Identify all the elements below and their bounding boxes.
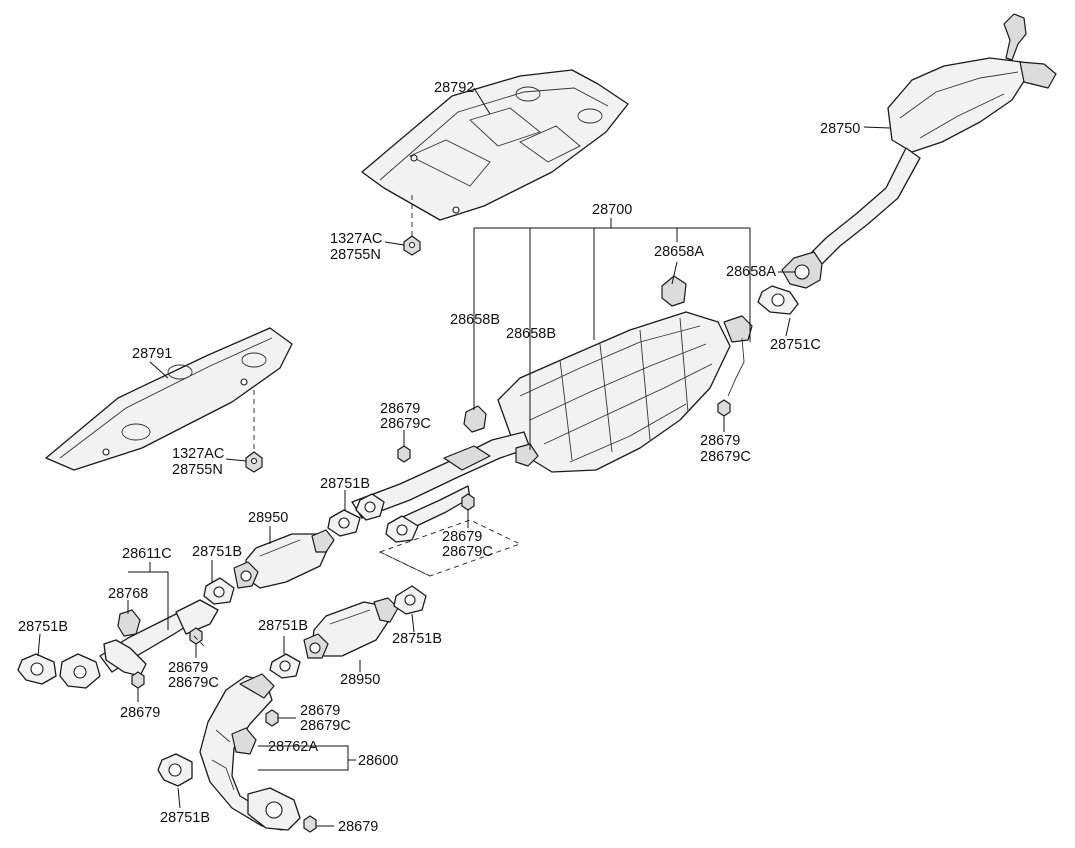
callout-28679-d: 28679: [120, 705, 160, 721]
callout-28751b-6: 28751B: [160, 810, 210, 826]
nut-28679-b: [461, 493, 475, 511]
callout-28679-b: 28679: [442, 529, 482, 545]
nut-1327ac-lower: [245, 451, 263, 473]
nut-28679-a: [397, 445, 411, 463]
front-pipe-lower: [199, 673, 301, 831]
gasket-upper-pipe-a: [355, 493, 385, 521]
callout-28768: 28768: [108, 586, 148, 602]
gasket-28751b-right: [393, 585, 427, 615]
callout-28751b-2: 28751B: [192, 544, 242, 560]
catalytic-converter-upper: [233, 529, 335, 589]
nut-28679-r: [717, 399, 731, 417]
nut-28679-f: [303, 815, 317, 833]
callout-28751b-5: 28751B: [392, 631, 442, 647]
gasket-28751b-upper: [327, 509, 361, 537]
callout-1327ac-mid: 1327AC: [172, 446, 224, 462]
callout-28755n-top: 28755N: [330, 247, 381, 263]
callout-28658b-2: 28658B: [506, 326, 556, 342]
callout-28679-e: 28679: [300, 703, 340, 719]
callout-28679-c: 28679: [168, 660, 208, 676]
callout-28950-1: 28950: [248, 510, 288, 526]
catalytic-converter-lower: [303, 597, 399, 659]
callout-28679-f: 28679: [338, 819, 378, 835]
callout-28600: 28600: [358, 753, 398, 769]
gasket-28751b-mid: [203, 577, 235, 605]
callout-28679c-r: 28679C: [700, 449, 751, 465]
heat-shield-upper: [361, 69, 629, 221]
callout-28658a-2: 28658A: [726, 264, 776, 280]
gasket-28751b-bottom: [157, 753, 193, 787]
callout-28751b-4: 28751B: [258, 618, 308, 634]
leader-lines: [37, 87, 891, 827]
callout-28679c-e: 28679C: [300, 718, 351, 734]
callout-28750: 28750: [820, 121, 860, 137]
callout-28679-a: 28679: [380, 401, 420, 417]
nut-28679-d: [131, 671, 145, 689]
gasket-28751b-center: [269, 653, 301, 679]
callout-28950-2: 28950: [340, 672, 380, 688]
callout-28755n-mid: 28755N: [172, 462, 223, 478]
callout-labels: 28792 1327AC 28755N 28791 1327AC 28755N …: [18, 80, 860, 835]
callout-28679c-b: 28679C: [442, 544, 493, 560]
nut-1327ac-upper: [403, 235, 421, 256]
rear-muffler: [781, 13, 1057, 289]
callout-1327ac-top: 1327AC: [330, 231, 382, 247]
gasket-upper-pipe-b: [385, 515, 419, 543]
callout-28792: 28792: [434, 80, 474, 96]
center-muffler: [351, 275, 753, 533]
front-pipe-left: [59, 599, 219, 689]
gasket-28751b-left: [17, 653, 57, 685]
heat-shield-lower: [45, 327, 293, 471]
gasket-28751c: [757, 285, 799, 315]
callout-28611c: 28611C: [122, 546, 172, 562]
callout-28679-r: 28679: [700, 433, 740, 449]
callout-28751b-3: 28751B: [18, 619, 68, 635]
nut-28679-e: [265, 709, 279, 727]
nut-28679-c: [189, 627, 203, 645]
callout-28679c-a: 28679C: [380, 416, 431, 432]
callout-28658b-1: 28658B: [450, 312, 500, 328]
callout-28658a-1: 28658A: [654, 244, 704, 260]
callout-28751c: 28751C: [770, 337, 821, 353]
callout-28762a: 28762A: [268, 739, 318, 755]
callout-28679c-c: 28679C: [168, 675, 219, 691]
callout-28751b-1: 28751B: [320, 476, 370, 492]
callout-28700: 28700: [592, 202, 632, 218]
callout-28791: 28791: [132, 346, 172, 362]
